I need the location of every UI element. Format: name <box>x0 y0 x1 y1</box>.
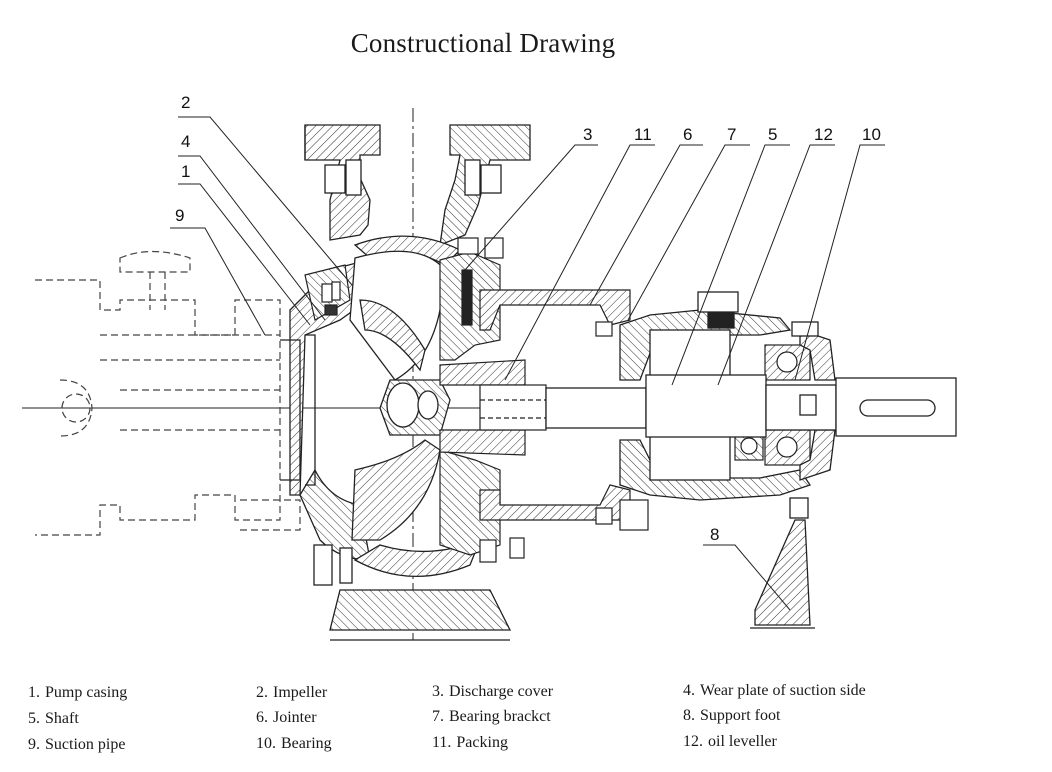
drawing-title: Constructional Drawing <box>350 28 616 58</box>
callout-2: 2 <box>181 93 190 112</box>
callout-5: 5 <box>768 125 777 144</box>
legend-item-4: 4.Wear plate of suction side <box>683 682 866 699</box>
legend-item-6: 6.Jointer <box>256 709 317 726</box>
callout-10: 10 <box>862 125 881 144</box>
suction-opening <box>280 334 316 486</box>
callout-9: 9 <box>175 206 184 225</box>
callout-7: 7 <box>727 125 736 144</box>
legend-item-1: 1.Pump casing <box>28 684 128 701</box>
shaft <box>545 374 957 438</box>
impeller <box>349 250 451 541</box>
legend-item-12: 12.oil leveller <box>683 733 777 750</box>
parts-legend: 1.Pump casing 2.Impeller 3.Discharge cov… <box>0 680 1052 760</box>
legend-item-3: 3.Discharge cover <box>432 683 554 700</box>
pump-cross-section-drawing: 2 4 1 9 3 11 6 7 5 12 10 8 <box>22 93 957 641</box>
legend-item-9: 9.Suction pipe <box>28 736 126 753</box>
legend-item-10: 10.Bearing <box>256 735 332 752</box>
callout-4: 4 <box>181 132 190 151</box>
legend-item-11: 11.Packing <box>432 734 508 751</box>
callout-11: 11 <box>634 125 652 144</box>
legend-item-8: 8.Support foot <box>683 707 781 724</box>
callout-3: 3 <box>583 125 592 144</box>
callout-8: 8 <box>710 525 719 544</box>
callout-6: 6 <box>683 125 692 144</box>
legend-item-7: 7.Bearing brackct <box>432 708 551 725</box>
discharge-cover <box>439 237 525 563</box>
packing <box>439 359 570 456</box>
legend-item-2: 2.Impeller <box>256 684 328 701</box>
leader-lines <box>170 116 885 611</box>
bearing <box>734 344 811 466</box>
callout-1: 1 <box>181 162 190 181</box>
end-cover <box>791 321 836 481</box>
suction-pipe-dashed <box>35 250 301 536</box>
support-foot <box>750 497 815 629</box>
legend-item-5: 5.Shaft <box>28 710 79 727</box>
wear-plate <box>304 264 351 321</box>
discharge-nozzle <box>304 124 531 247</box>
callout-12: 12 <box>814 125 833 144</box>
